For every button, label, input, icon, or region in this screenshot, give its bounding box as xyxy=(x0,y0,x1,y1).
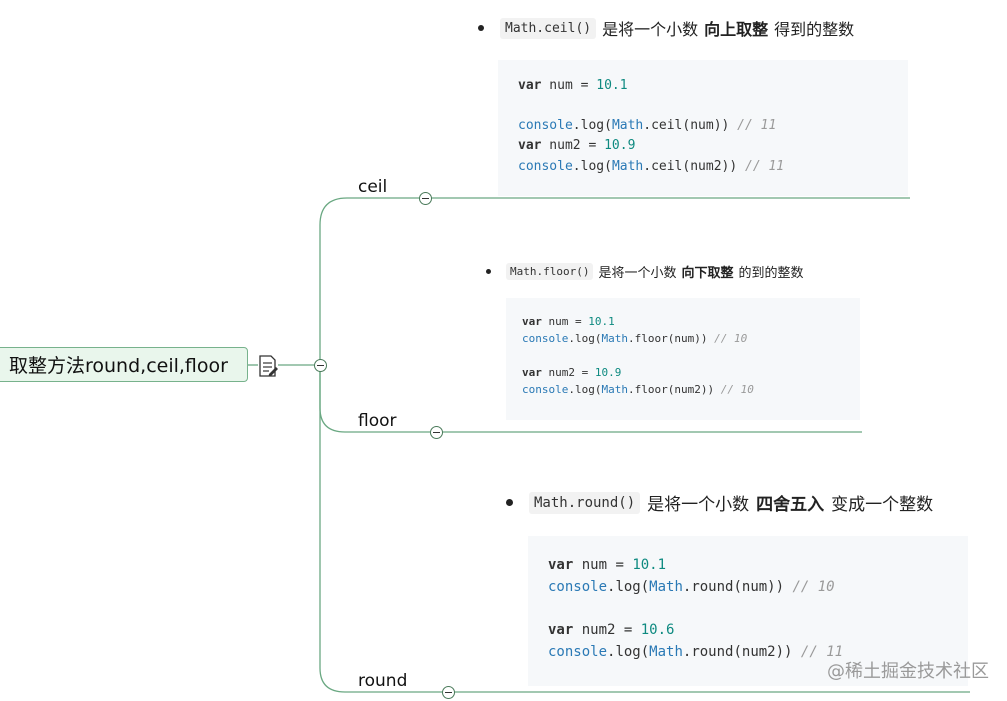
code-token: .ceil(num2)) xyxy=(643,158,745,174)
branch-label-ceil[interactable]: ceil xyxy=(358,177,388,197)
code-token: // 11 xyxy=(800,643,844,660)
code-token: num = xyxy=(573,557,633,573)
code-token: var xyxy=(518,78,542,93)
code-token: .log( xyxy=(568,332,602,346)
code-token: var xyxy=(522,366,542,380)
code-token: // 10 xyxy=(792,578,835,595)
code-line: console.log(Math.round(num2)) // 11 xyxy=(548,644,968,666)
code-line xyxy=(522,349,860,366)
ceil-description: Math.ceil() 是将一个小数 向上取整 得到的整数 xyxy=(478,16,854,40)
code-token: // 11 xyxy=(745,158,785,174)
branch-label-floor[interactable]: floor xyxy=(358,411,397,431)
code-token: console xyxy=(548,578,608,595)
bullet-icon xyxy=(486,269,491,274)
code-token: Math xyxy=(601,332,628,346)
code-token: .log( xyxy=(607,643,650,660)
code-token: num2 = xyxy=(573,622,641,639)
code-token: 10.9 xyxy=(594,366,622,380)
code-token: .log( xyxy=(568,383,602,397)
ceil-code-block: var num = 10.1 console.log(Math.ceil(num… xyxy=(498,60,908,196)
ceil-method-name: Math.ceil() xyxy=(500,17,597,39)
collapse-icon-floor[interactable] xyxy=(430,426,443,439)
code-token: var xyxy=(548,557,574,573)
code-line: console.log(Math.ceil(num2)) // 11 xyxy=(518,159,908,179)
code-line: var num = 10.1 xyxy=(518,78,908,98)
code-token: var xyxy=(548,622,574,639)
code-token: .floor(num2)) xyxy=(627,383,721,397)
code-token: 10.9 xyxy=(604,138,636,154)
branch-label-round[interactable]: round xyxy=(358,671,408,691)
code-token: num2 = xyxy=(541,138,605,154)
code-token: 10.6 xyxy=(640,622,675,639)
code-token: 10.1 xyxy=(596,78,628,93)
code-token: Math xyxy=(611,118,644,134)
spine-to-round xyxy=(319,365,970,693)
code-line: var num = 10.1 xyxy=(548,557,968,579)
code-token: .log( xyxy=(607,578,650,595)
code-line: console.log(Math.floor(num2)) // 10 xyxy=(522,383,860,400)
code-token: // 10 xyxy=(714,332,748,346)
bullet-icon xyxy=(506,499,513,506)
code-token: Math xyxy=(611,158,644,174)
code-token: // 11 xyxy=(737,118,777,134)
code-token: num = xyxy=(541,78,597,93)
code-line: console.log(Math.ceil(num)) // 11 xyxy=(518,118,908,138)
code-token: .round(num2)) xyxy=(682,643,801,660)
round-desc-bold: 四舍五入 xyxy=(756,495,825,515)
code-token: .ceil(num)) xyxy=(643,118,738,134)
code-token: var xyxy=(522,315,542,328)
code-line: var num = 10.1 xyxy=(522,315,860,332)
round-desc-prefix: 是将一个小数 xyxy=(647,495,750,515)
code-line xyxy=(518,98,908,118)
code-token: .floor(num)) xyxy=(627,332,715,346)
floor-method-name: Math.floor() xyxy=(506,263,594,280)
watermark: @稀土掘金技术社区 xyxy=(827,661,989,682)
code-token: Math xyxy=(601,383,628,397)
code-token: num = xyxy=(541,315,589,328)
ceil-desc-bold: 向上取整 xyxy=(704,20,769,39)
round-description: Math.round() 是将一个小数 四舍五入 变成一个整数 xyxy=(506,490,933,515)
floor-desc-bold: 向下取整 xyxy=(681,266,734,281)
code-token: Math xyxy=(649,643,683,660)
note-icon[interactable] xyxy=(258,355,278,377)
code-token: console xyxy=(518,158,573,174)
code-token: Math xyxy=(649,578,683,595)
code-token: console xyxy=(522,332,569,346)
code-line: var num2 = 10.9 xyxy=(518,138,908,158)
ceil-desc-prefix: 是将一个小数 xyxy=(602,20,699,39)
code-token: console xyxy=(548,643,608,660)
floor-desc-prefix: 是将一个小数 xyxy=(598,266,677,281)
spine-to-ceil xyxy=(319,197,910,365)
code-token: var xyxy=(518,138,542,154)
code-token: 10.1 xyxy=(588,315,615,328)
code-line xyxy=(548,600,968,622)
code-token: console xyxy=(522,383,569,397)
code-line: console.log(Math.round(num)) // 10 xyxy=(548,579,968,601)
code-line: console.log(Math.floor(num)) // 10 xyxy=(522,332,860,349)
ceil-desc-suffix: 得到的整数 xyxy=(774,20,855,39)
code-line: var num2 = 10.9 xyxy=(522,366,860,383)
floor-desc-suffix: 的到的整数 xyxy=(738,266,804,281)
root-topic[interactable]: 取整方法round,ceil,floor xyxy=(0,347,248,382)
code-token: .round(num)) xyxy=(682,578,793,595)
collapse-icon-round[interactable] xyxy=(442,686,455,699)
code-token: 10.1 xyxy=(632,557,667,573)
round-desc-suffix: 变成一个整数 xyxy=(831,495,934,515)
bullet-icon xyxy=(478,25,484,31)
code-token: .log( xyxy=(572,118,612,134)
root-topic-label: 取整方法round,ceil,floor xyxy=(9,355,228,377)
round-method-name: Math.round() xyxy=(529,491,641,514)
code-token: num2 = xyxy=(541,366,595,380)
code-token: console xyxy=(518,118,573,134)
code-token: .log( xyxy=(572,158,612,174)
collapse-icon-root[interactable] xyxy=(314,359,327,372)
floor-description: Math.floor() 是将一个小数 向下取整 的到的整数 xyxy=(486,262,804,281)
collapse-icon-ceil[interactable] xyxy=(419,192,432,205)
code-token: // 10 xyxy=(720,383,754,397)
code-line: var num2 = 10.6 xyxy=(548,622,968,644)
